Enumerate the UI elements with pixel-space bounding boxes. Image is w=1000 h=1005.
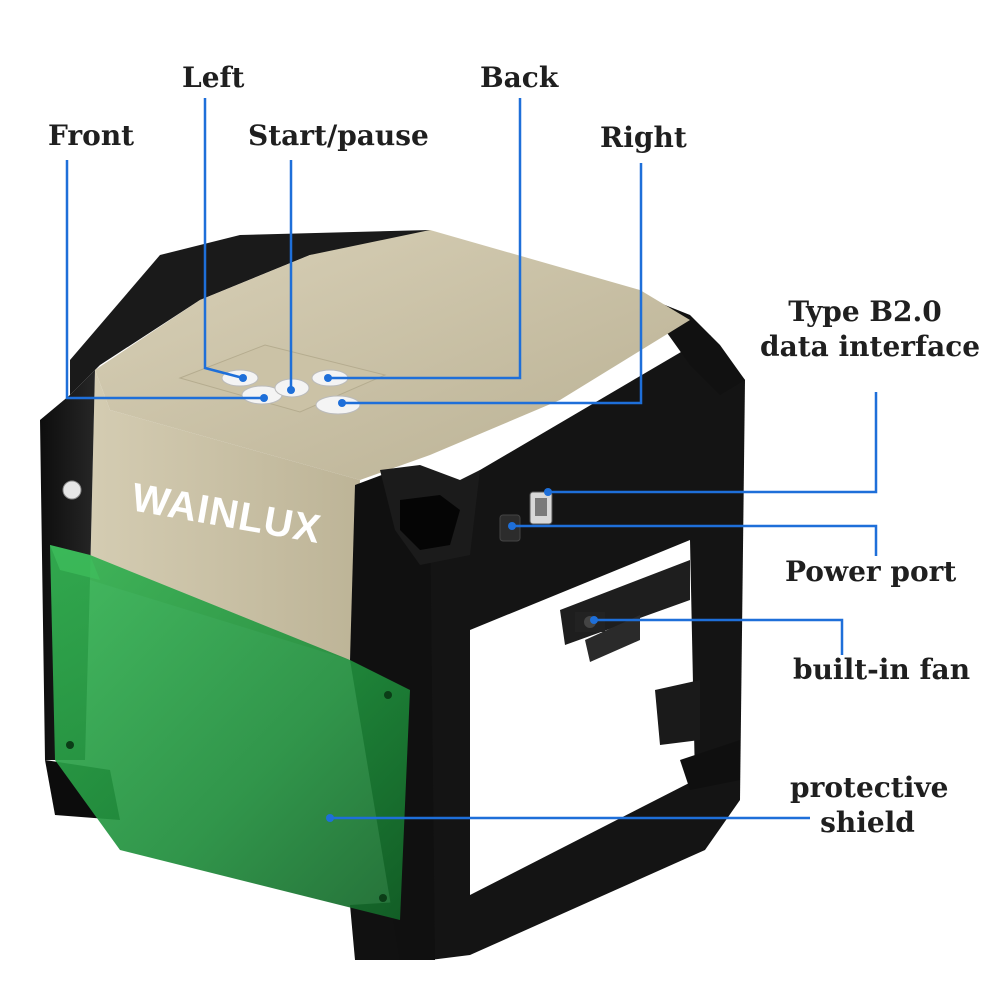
leader-front	[65, 160, 264, 400]
leader-dots	[239, 374, 598, 822]
label-protective-shield: protective shield	[790, 770, 949, 840]
label-built-in-fan: built-in fan	[793, 653, 971, 686]
leader-fan	[594, 618, 844, 655]
leader-right	[340, 163, 643, 405]
label-back: Back	[480, 61, 559, 94]
label-left: Left	[182, 61, 245, 94]
protective-shield	[50, 545, 410, 920]
label-protective-line2: shield	[820, 806, 915, 839]
leader-lines	[65, 98, 878, 820]
label-start-pause: Start/pause	[248, 119, 429, 152]
right-button	[315, 395, 361, 415]
label-protective-line1: protective	[790, 771, 949, 804]
leader-back	[330, 98, 522, 380]
control-buttons	[221, 369, 361, 415]
leader-left	[203, 98, 244, 380]
label-front: Front	[48, 119, 135, 152]
label-type-b-line2: data interface	[760, 330, 981, 363]
built-in-fan-area	[575, 612, 605, 632]
label-type-b-line1: Type B2.0	[788, 295, 942, 328]
label-right: Right	[600, 121, 687, 154]
leader-type-b	[548, 392, 878, 494]
leader-power-port	[512, 524, 878, 556]
label-power-port: Power port	[785, 555, 957, 588]
label-type-b-interface: Type B2.0 data interface	[760, 294, 981, 364]
